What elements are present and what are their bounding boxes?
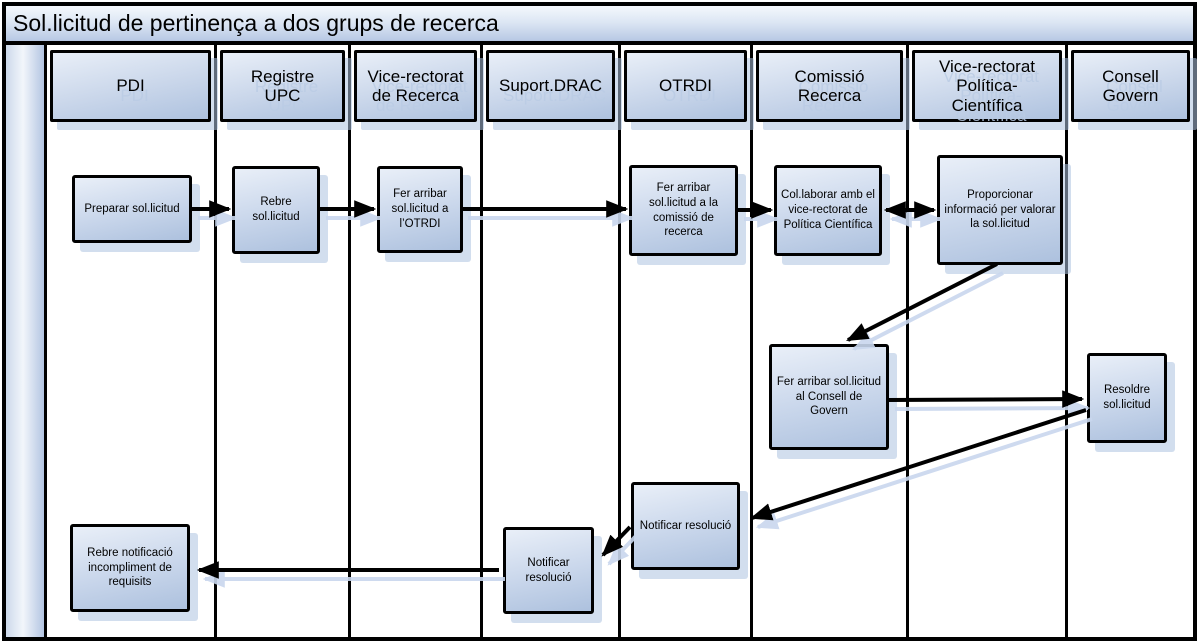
node-notificar-resolucio-otrdi: Notificar resolució [631,482,740,570]
lane-divider [214,45,217,637]
node-proporcionar-informacio: Proporcionar informació per valorar la s… [937,155,1063,265]
node-label: Rebre notificació incompliment de requis… [87,546,173,589]
node-label: Preparar sol.licitud [84,202,180,215]
lane-header-label: OTRDI [659,76,712,96]
node-label: Notificar resolució [639,519,732,532]
lane-header-otrdi: OTRDI [624,50,747,122]
node-fer-arribar-otrdi: Fer arribar sol.licitud a l’OTRDI [377,166,463,253]
node-label: Fer arribar sol.licitud a l’OTRDI [391,188,449,230]
node-fer-arribar-comissio: Fer arribar sol.licitud a la comissió de… [629,165,738,256]
lane-divider [44,45,47,637]
node-label: Fer arribar sol.licitud al Consell de Go… [776,375,882,418]
lane-header-suport-drac: Suport.DRAC [486,50,615,122]
lane-header-label: Registre UPC [250,66,315,105]
lane-divider [1065,45,1068,637]
lane-header-vice-rectorat-recerca: Vice-rectorat de Recerca [354,50,477,122]
lane-header-consell-govern: Consell Govern [1071,50,1190,122]
node-resoldre-sollicitud: Resoldre sol.licitud [1087,353,1167,443]
node-label: Resoldre sol.licitud [1103,384,1151,411]
swimlane-band [6,45,44,637]
node-label: Notificar resolució [525,556,572,584]
lane-header-registre-upc: Registre UPC [220,50,345,122]
lane-header-label: PDI [116,76,145,96]
node-rebre-sollicitud: Rebre sol.licitud [232,166,320,254]
node-fer-arribar-consell-govern: Fer arribar sol.licitud al Consell de Go… [769,344,889,450]
lane-divider [618,45,621,637]
node-collaborar-vice-rectorat: Col.laborar amb el vice-rectorat de Polí… [774,165,882,256]
lane-divider [348,45,351,637]
diagram-title: Sol.licitud de pertinença a dos grups de… [13,10,499,36]
node-label: Fer arribar sol.licitud a la comissió de… [648,181,719,239]
lane-header-label: Vice-rectorat de Recerca [367,66,464,105]
node-notificar-resolucio-suport: Notificar resolució [503,527,594,614]
title-bar: Sol.licitud de pertinença a dos grups de… [2,2,1197,45]
node-preparar-sollicitud: Preparar sol.licitud [72,175,192,243]
lane-header-label: Suport.DRAC [499,76,602,96]
lane-divider [480,45,483,637]
lane-header-label: Comissió Recerca [794,66,865,105]
node-label: Rebre sol.licitud [252,196,300,223]
node-label: Col.laborar amb el vice-rectorat de Polí… [781,189,875,231]
lane-header-vice-rectorat-politica-cientifica: Vice-rectorat Política-Científica [912,50,1062,122]
lane-header-comissio-recerca: Comissió Recerca [756,50,903,122]
lane-divider [750,45,753,637]
lane-header-pdi: PDI [50,50,211,122]
lane-header-label: Consell Govern [1102,66,1159,105]
node-label: Proporcionar informació per valorar la s… [944,188,1056,231]
lane-header-label: Vice-rectorat Política-Científica [938,57,1036,115]
lane-divider [906,45,909,637]
node-rebre-notificacio-incompliment: Rebre notificació incompliment de requis… [70,524,190,612]
